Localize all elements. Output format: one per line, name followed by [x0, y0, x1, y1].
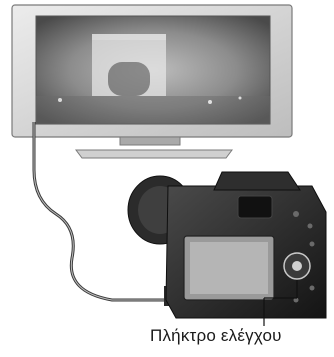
dslr-camera-icon [128, 172, 326, 318]
tv-monitor-icon [12, 5, 292, 158]
control-button [284, 253, 310, 279]
control-button-label: Πλήκτρο ελέγχου [150, 326, 332, 346]
